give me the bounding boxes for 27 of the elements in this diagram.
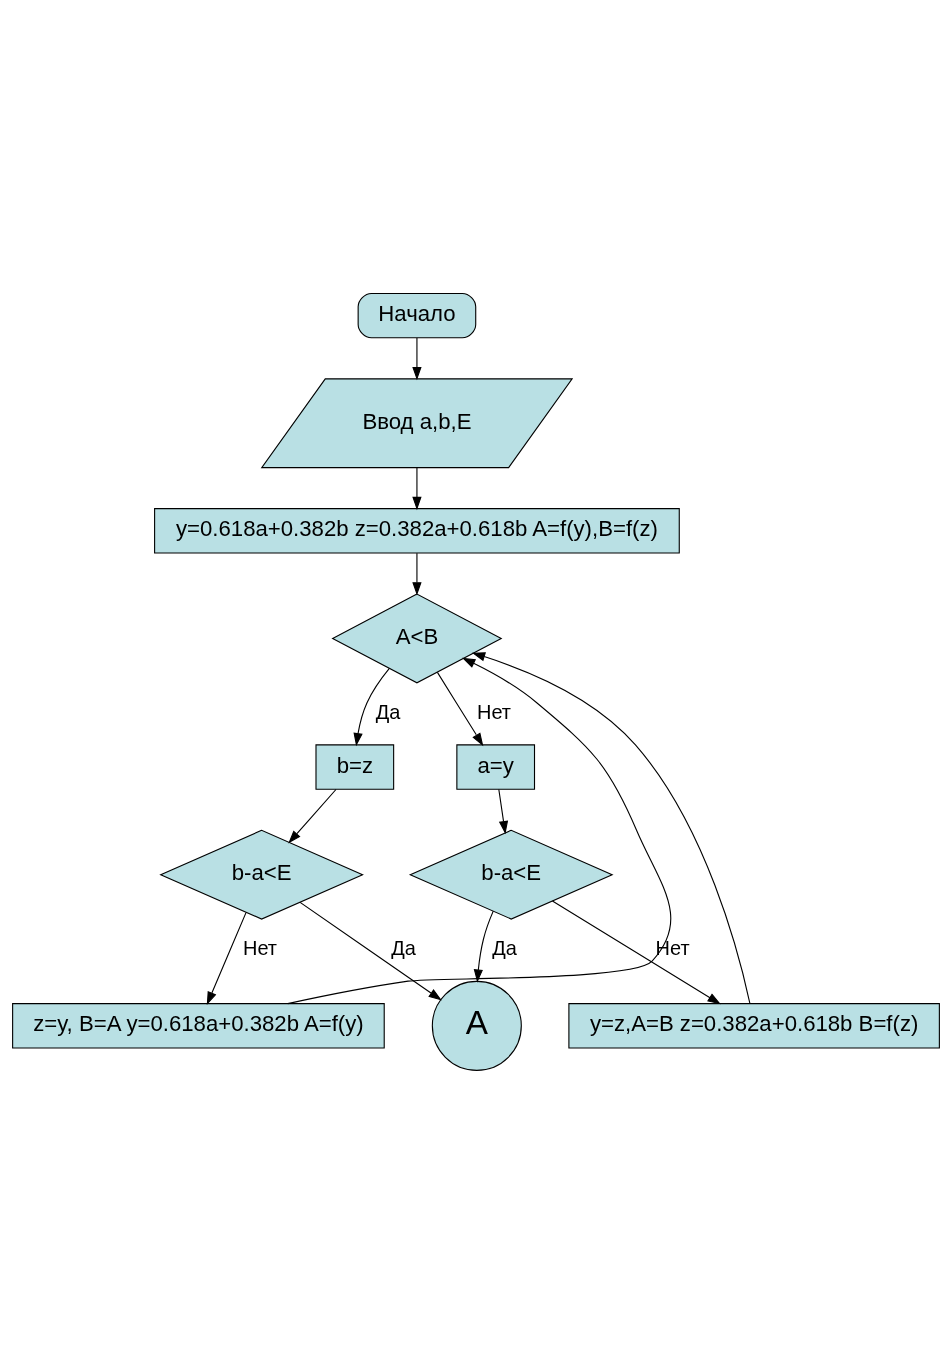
edge-label: Нет bbox=[477, 700, 512, 723]
arrow bbox=[412, 466, 422, 510]
node-box: b=z bbox=[315, 743, 395, 790]
arrow bbox=[287, 657, 672, 1004]
arrow bbox=[498, 788, 509, 834]
node-box: y=z,A=B z=0.382a+0.618b B=f(z) bbox=[568, 1002, 940, 1049]
edge-label: Да bbox=[492, 936, 517, 959]
node-box: a=y bbox=[456, 743, 536, 790]
arrow bbox=[412, 552, 422, 595]
node-box: y=0.618a+0.382b z=0.382a+0.618b A=f(y),B=f(z) bbox=[154, 507, 680, 554]
edge-label: Да bbox=[375, 700, 401, 723]
node-diamond: A<B bbox=[331, 592, 503, 683]
node-box: Начало bbox=[357, 292, 477, 338]
edge-label: Нет bbox=[242, 936, 277, 959]
arrow bbox=[206, 911, 247, 1005]
arrow bbox=[471, 651, 751, 1004]
node-box: z=y, B=A y=0.618a+0.382b A=f(y) bbox=[12, 1002, 385, 1049]
edge-label: Да bbox=[391, 936, 416, 959]
arrow bbox=[288, 788, 337, 843]
arrow bbox=[551, 900, 721, 1004]
arrow bbox=[299, 901, 442, 1001]
node-circle: A bbox=[431, 980, 522, 1071]
arrow bbox=[473, 910, 494, 983]
arrow bbox=[412, 337, 422, 380]
arrow bbox=[353, 667, 390, 746]
node-diamond: b-a<E bbox=[408, 829, 614, 920]
arrow bbox=[436, 671, 484, 746]
